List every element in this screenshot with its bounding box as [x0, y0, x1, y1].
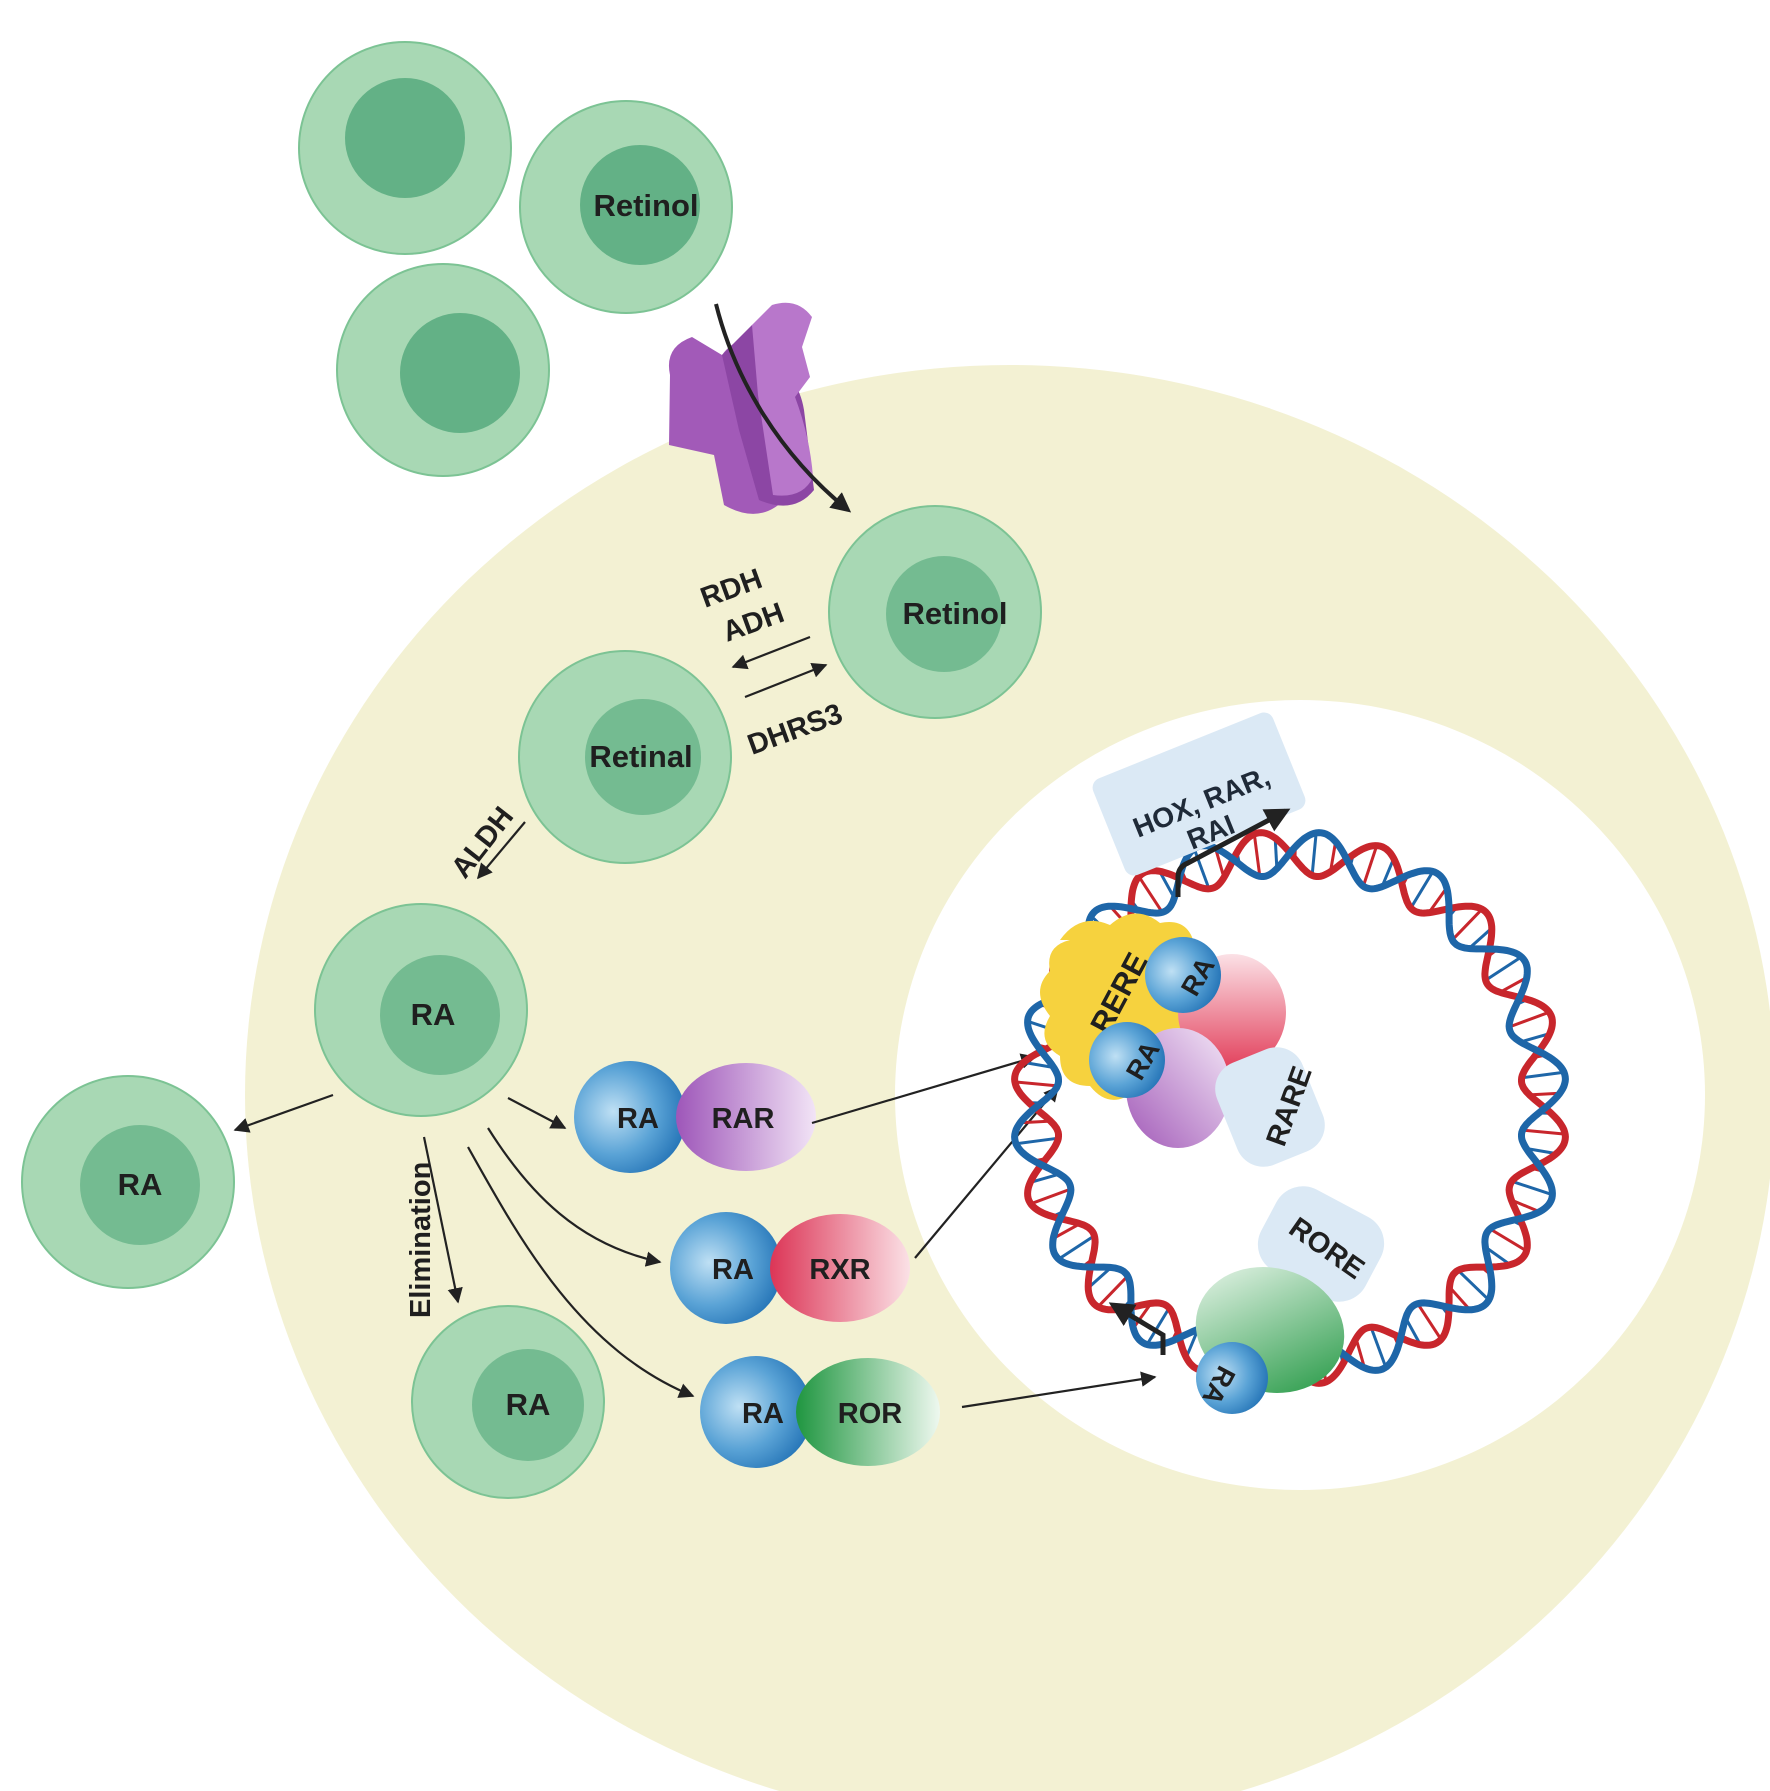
rar-complex-ra-label: RA	[617, 1103, 659, 1135]
dna-base-pair	[1522, 1128, 1566, 1136]
ra-bound-ligand-1	[1145, 937, 1221, 1013]
dna-base-pair	[1457, 1269, 1490, 1302]
vesicle-ra-out: RA	[21, 1075, 235, 1289]
dna-base-pair	[1030, 1187, 1072, 1206]
dna-base-pair	[1214, 847, 1226, 878]
target-transcription-arrow	[1175, 808, 1291, 897]
ra-elim-label: RA	[506, 1387, 551, 1422]
dna-base-pair	[1526, 1146, 1557, 1156]
dna-base-pair	[1499, 976, 1528, 994]
rxr-label: RXR	[809, 1254, 870, 1286]
target-genes-box	[1092, 712, 1306, 876]
dna-base-pair	[1484, 955, 1523, 982]
retinal-label: Retinal	[589, 739, 692, 774]
ror-label: ROR	[838, 1398, 903, 1430]
vesicle-retinol-inside: Retinol	[828, 505, 1042, 719]
retinol-inside-label: Retinol	[902, 596, 1007, 631]
vesicle-outside-retinol: Retinol	[519, 100, 733, 314]
ra-export-arrow	[233, 1093, 334, 1133]
dna-base-pair	[1310, 832, 1318, 876]
dna-base-pair	[1252, 833, 1262, 877]
dna-base-pair	[1158, 870, 1176, 899]
retinal-to-ra-arrow	[477, 821, 526, 880]
ra-to-rxr-arrow	[487, 1127, 662, 1267]
ra-rxr-complex: RA RXR	[670, 1212, 910, 1324]
dna-strand-blue	[1011, 829, 1569, 1387]
retinol-outside-label: Retinol	[593, 188, 698, 223]
dna-base-pair	[1014, 1080, 1058, 1088]
dna-base-pair	[1137, 875, 1164, 914]
rar-to-rere-arrow	[811, 1053, 1037, 1125]
dna-base-pair	[1145, 1307, 1171, 1346]
ra-ror-complex: RA ROR	[700, 1356, 940, 1468]
ra-bound-ligand-2	[1089, 1022, 1165, 1098]
elimination-label: Elimination	[405, 1162, 437, 1318]
dna-base-pair	[1416, 1302, 1443, 1341]
vesicle-ra-eliminated: RA	[411, 1305, 605, 1499]
rxr-to-rere-arrow	[914, 1085, 1059, 1259]
dna-base-pair	[1467, 927, 1493, 950]
ror-transcription-arrow	[1108, 1302, 1166, 1355]
ra-main-label: RA	[411, 997, 456, 1032]
dna-base-pair	[1508, 1010, 1550, 1029]
dna-base-pair	[1380, 857, 1396, 888]
vesicle-retinal: Retinal	[518, 650, 732, 864]
dna-base-pair	[1484, 1245, 1512, 1266]
ror-complex-ra-label: RA	[742, 1398, 784, 1430]
dna-base-pair	[1184, 1328, 1200, 1359]
retinal-to-retinol-arrow	[744, 662, 828, 699]
retinol-to-retinal-arrow	[731, 635, 811, 670]
dna-base-pair	[1192, 848, 1211, 890]
dna-base-pair	[1529, 1091, 1560, 1097]
rxr-complex-ra-label: RA	[712, 1254, 754, 1286]
dna-base-pair	[1409, 870, 1435, 909]
dna-base-pair	[1328, 841, 1338, 872]
dna-base-pair	[1029, 1172, 1060, 1184]
dna-base-pair	[1020, 1119, 1051, 1125]
dna-base-pair	[1451, 908, 1484, 941]
ra-bound-ligand-3	[1196, 1342, 1268, 1414]
transporter-channel-icon	[668, 302, 814, 514]
elimination-arrow	[422, 1136, 463, 1304]
ra-to-rar-arrow	[507, 1097, 567, 1129]
dna-base-pair	[1354, 1338, 1366, 1369]
dna-base-pair	[1273, 838, 1279, 869]
dna-base-pair	[1087, 1266, 1113, 1289]
vesicle-ra-main: RA	[314, 903, 528, 1117]
rar-label: RAR	[712, 1103, 775, 1135]
rare-element-box	[1215, 1047, 1325, 1167]
dna-base-pair	[1520, 1032, 1551, 1044]
ra-out-label: RA	[118, 1167, 163, 1202]
dna-base-pair	[1521, 1070, 1565, 1080]
vesicle-outside-bottom	[336, 263, 550, 477]
vesicle-outside-top-left	[298, 41, 512, 255]
dna-base-pair	[1510, 1198, 1541, 1214]
dna-base-pair	[1427, 886, 1448, 914]
dna-base-pair	[1404, 1317, 1422, 1346]
ra-to-ror-arrow	[467, 1146, 695, 1398]
dna-base-pair	[1023, 1060, 1054, 1070]
dna-base-pair	[1015, 1136, 1059, 1146]
dna-base-pair	[1361, 845, 1379, 887]
dna-base-pair	[1489, 1227, 1528, 1253]
dna-base-pair	[1511, 1179, 1553, 1197]
ror-to-rore-arrow	[961, 1371, 1157, 1409]
import-arrow	[714, 303, 852, 513]
dna-base-pair	[1057, 1234, 1096, 1261]
ra-rar-complex: RA RAR	[574, 1061, 816, 1173]
dna-base-pair	[1096, 1275, 1129, 1308]
dna-base-pair	[1448, 1285, 1471, 1311]
dna-base-pair	[1052, 1222, 1081, 1240]
dna-base-pair	[1369, 1326, 1388, 1368]
